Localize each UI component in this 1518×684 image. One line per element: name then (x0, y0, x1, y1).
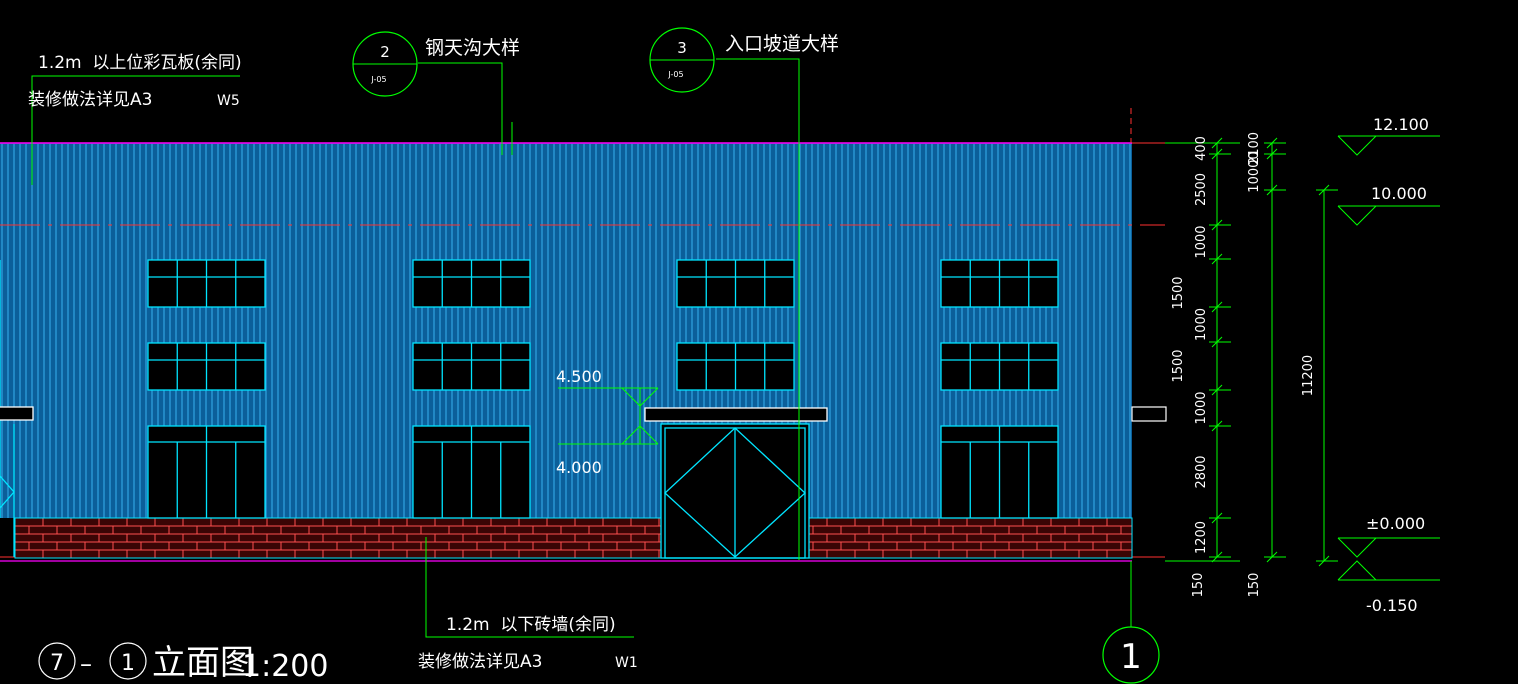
dimension-tick (1266, 184, 1278, 196)
dimension-label: 1000 (1194, 308, 1209, 341)
marker-0000 (1337, 537, 1377, 558)
title-axis-from: 7 (50, 651, 64, 676)
dimension-lines (1165, 137, 1338, 567)
dimension-label: 1200 (1194, 521, 1209, 554)
dimension-tick (1318, 555, 1330, 567)
right-canopy (1131, 406, 1167, 422)
leader-callout-3 (716, 58, 800, 560)
leader-callout-2 (418, 62, 503, 155)
brick-fill (15, 518, 1132, 558)
left-door-remnant (0, 406, 34, 557)
dimension-label: 400 (1194, 136, 1209, 161)
dimension-tick (1211, 512, 1223, 524)
leader-lines (31, 58, 1132, 638)
dimension-label: 2800 (1194, 455, 1209, 488)
dimension-tick (1318, 184, 1330, 196)
brick-wall (14, 517, 1133, 559)
dimension-label: 11200 (1301, 355, 1316, 396)
marker-12100 (1337, 135, 1377, 156)
dimension-tick (1266, 137, 1278, 149)
callout-3: 3 J-05 入口坡道大样 (649, 27, 839, 93)
note-top-code: W5 (217, 93, 240, 109)
dimension-label: 150 (1247, 573, 1262, 598)
dimension-tick (1211, 336, 1223, 348)
brick-courses (14, 517, 1133, 559)
leader-bottom (425, 537, 634, 638)
title-axis-to: 1 (121, 651, 135, 676)
callout-2: 2 J-05 钢天沟大样 (352, 31, 520, 97)
dimension-tick (1211, 253, 1223, 265)
dimension-label: 2500 (1194, 173, 1209, 206)
note-bottom-line1: 1.2m 以下砖墙(余同) (446, 615, 616, 635)
note-top-line1: 1.2m 以上位彩瓦板(余同) (38, 53, 242, 73)
callout-3-number: 3 (677, 39, 687, 57)
level-10000: 10.000 (1371, 184, 1427, 203)
drawing-title: 7 – 1 立面图 1:200 (38, 642, 328, 684)
grid-axis-label: 1 (1120, 637, 1142, 677)
level-4000: 4.000 (556, 458, 602, 477)
title-dash: – (80, 650, 92, 678)
dimension-tick (1211, 384, 1223, 396)
level-4500: 4.500 (556, 367, 602, 386)
callout-3-sheet: J-05 (667, 70, 683, 79)
left-door-diagonal (0, 475, 15, 509)
dimension-tick (1211, 551, 1223, 563)
marker-0150 (1337, 560, 1377, 581)
dimension-label: 1500 (1171, 349, 1186, 382)
grid-axis-bubble (1102, 626, 1160, 684)
window-group (0, 259, 1059, 519)
dimension-label: 10000 (1247, 151, 1262, 192)
dimension-tick (1211, 137, 1223, 149)
dimension-tick (1211, 301, 1223, 313)
dimension-tick (1211, 219, 1223, 231)
dimension-tick (1266, 148, 1278, 160)
dimension-tick (1211, 148, 1223, 160)
level-12100: 12.100 (1373, 115, 1429, 134)
entrance-door (644, 407, 828, 559)
title-axis-to-circle (109, 642, 147, 680)
level-0150: -0.150 (1366, 596, 1418, 615)
dimension-label: 1000 (1194, 391, 1209, 424)
callout-3-label: 入口坡道大样 (725, 33, 839, 55)
title-name: 立面图 (152, 643, 254, 683)
dimension-label: 1000 (1194, 225, 1209, 258)
level-0000: ±0.000 (1366, 514, 1425, 533)
note-bottom-code: W1 (615, 655, 638, 671)
leader-top-left (31, 75, 240, 185)
left-canopy (0, 406, 34, 421)
right-level-markers (1337, 135, 1440, 581)
callout-2-label: 钢天沟大样 (425, 37, 520, 59)
dimension-tick (1211, 420, 1223, 432)
note-bottom-line2: 装修做法详见A3 (418, 652, 542, 672)
inline-levels (621, 387, 659, 445)
dimension-labels: 4002500100015001000150010002800120021001… (1171, 132, 1316, 597)
title-axis-from-circle (38, 642, 76, 680)
note-top-line2: 装修做法详见A3 (28, 90, 152, 110)
door-canopy (644, 407, 828, 422)
marker-10000 (1337, 205, 1377, 226)
callout-2-sheet: J-05 (370, 75, 386, 84)
dimension-tick (1266, 551, 1278, 563)
title-scale: 1:200 (242, 649, 328, 684)
dimension-label: 150 (1191, 573, 1206, 598)
dimension-label: 2100 (1247, 132, 1262, 165)
callout-2-number: 2 (380, 43, 390, 61)
brick-outline (14, 517, 1133, 559)
dimension-label: 1500 (1171, 276, 1186, 309)
